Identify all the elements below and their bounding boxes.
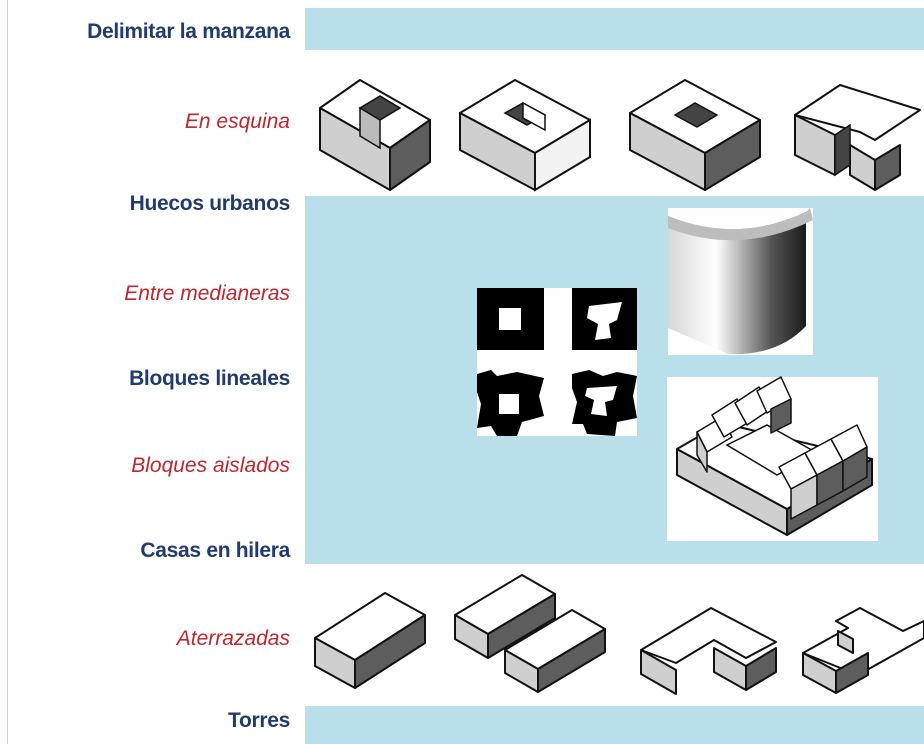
plan-pattern-group <box>477 288 637 436</box>
label-bloques-lineales: Bloques lineales <box>129 367 290 390</box>
label-casas-en-hilera: Casas en hilera <box>140 539 290 562</box>
label-torres: Torres <box>228 709 290 732</box>
label-huecos-urbanos: Huecos urbanos <box>129 192 291 215</box>
band-manzana <box>305 8 924 50</box>
row-houses-u-icon <box>676 376 873 536</box>
u-shaped-block-icon <box>319 79 431 191</box>
t-shaped-block-icon <box>802 607 924 694</box>
combined-pattern-icon <box>572 370 637 436</box>
double-bar-block-icon <box>454 574 606 693</box>
notched-pattern-icon <box>477 370 544 436</box>
single-bar-block-icon <box>314 592 426 689</box>
frame-left-border <box>7 0 8 744</box>
label-bloques-aislados: Bloques aislados <box>131 454 290 477</box>
label-entre-medianeras: Entre medianeras <box>124 282 290 305</box>
band-torres <box>305 706 924 744</box>
label-en-esquina: En esquina <box>184 110 290 133</box>
shaped-hole-pattern-icon <box>572 288 637 350</box>
hook-block-icon <box>794 84 921 191</box>
square-hole-pattern-icon <box>477 288 544 350</box>
label-delimitar-manzana: Delimitar la manzana <box>87 20 290 43</box>
curved-wall-block-icon <box>668 208 813 355</box>
courtyard-block-icon <box>629 79 761 191</box>
courtyard-block-open-icon <box>459 79 591 192</box>
label-aterrazadas: Aterrazadas <box>176 627 290 650</box>
l-shaped-block-icon <box>640 607 777 695</box>
